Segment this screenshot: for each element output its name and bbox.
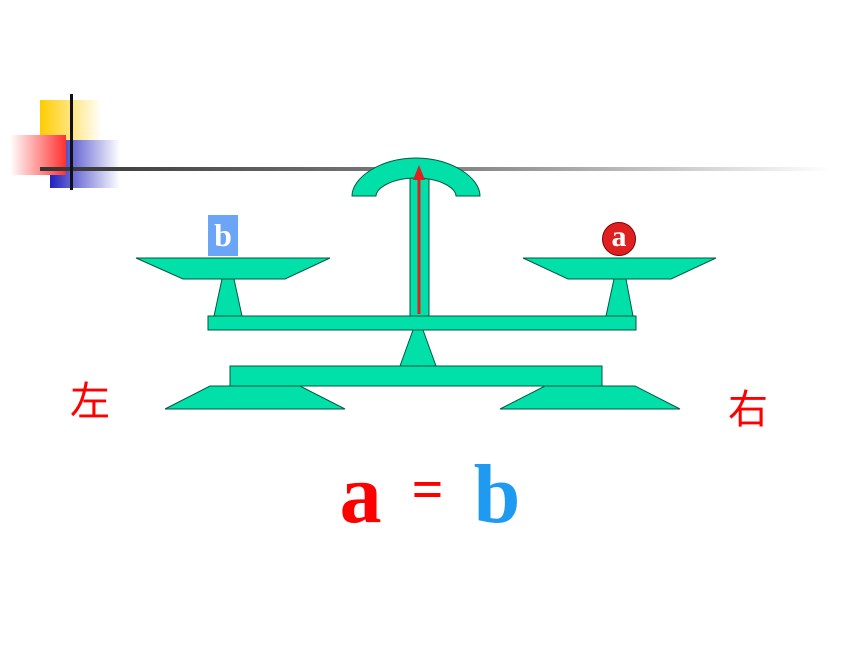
right-foot	[499, 385, 681, 410]
left-side-label: 左	[70, 379, 110, 425]
balance-scale	[135, 157, 717, 410]
right-pan-support	[605, 278, 634, 317]
right-pan	[522, 257, 717, 280]
pointer-needle	[413, 165, 425, 314]
right-side-label: 右	[728, 387, 768, 433]
equation: a = b	[0, 446, 860, 543]
pointer-arrowhead	[413, 165, 425, 180]
beam	[207, 315, 637, 331]
center-pivot	[399, 329, 437, 367]
base-bar	[229, 365, 603, 387]
left-foot	[164, 385, 346, 410]
equation-operator: =	[411, 459, 444, 521]
left-pan	[135, 257, 331, 280]
left-pan-support	[213, 278, 243, 317]
vertical-rule	[70, 94, 73, 190]
weight-b-square[interactable]: b	[208, 215, 238, 256]
equation-right: b	[473, 448, 521, 541]
equation-left: a	[339, 448, 382, 541]
weight-a-circle[interactable]: a	[602, 222, 636, 256]
